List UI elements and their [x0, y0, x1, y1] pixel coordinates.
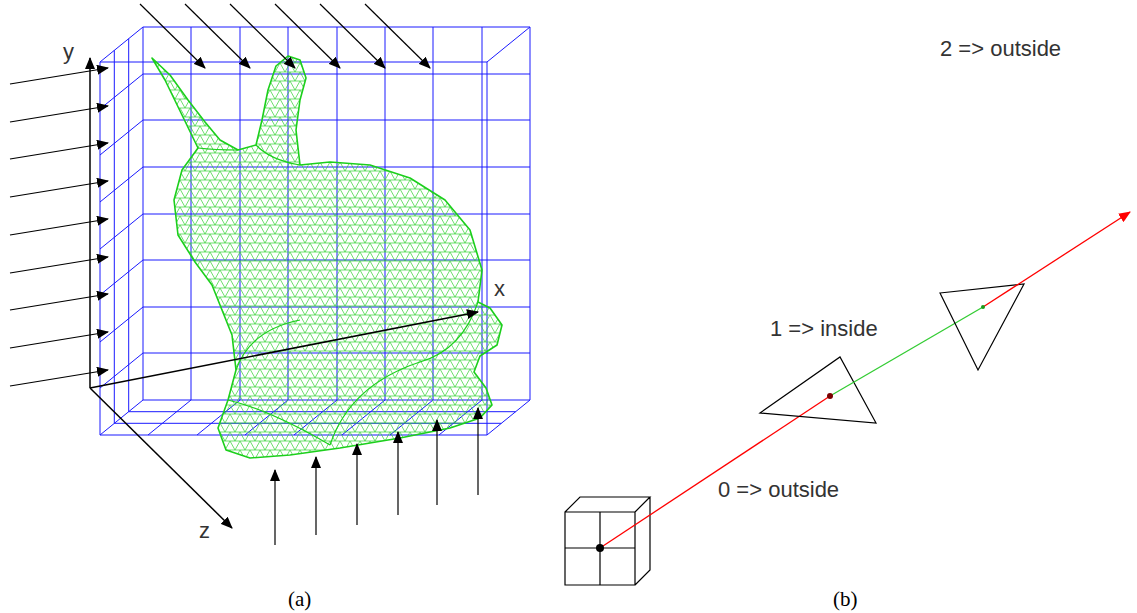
triangle	[760, 357, 876, 423]
subfigure-caption: (a)	[288, 587, 311, 611]
ray-arrow	[10, 332, 108, 348]
ray-arrow	[10, 143, 108, 159]
parity-label: 2 => outside	[940, 36, 1061, 61]
ray-arrow	[436, 420, 437, 505]
axes	[90, 58, 478, 528]
ray-arrow	[315, 457, 316, 535]
ray-arrow	[274, 470, 275, 545]
cube-outline	[565, 497, 650, 585]
ray-arrow	[10, 219, 108, 235]
voxel-cube	[565, 497, 650, 585]
grid-left-face	[100, 27, 143, 435]
parity-label: 1 => inside	[770, 316, 878, 341]
axis-label: x	[492, 276, 507, 301]
ray-arrow	[365, 4, 430, 68]
bunny-mesh	[140, 50, 510, 470]
axis-label: z	[199, 518, 210, 543]
ray-arrow	[10, 106, 108, 122]
triangle	[940, 284, 1024, 370]
bunny-outline	[152, 56, 502, 458]
x-axis	[90, 312, 478, 388]
ray-arrow	[10, 181, 108, 197]
z-axis	[90, 388, 232, 528]
voxel-center-dot	[596, 544, 604, 552]
ray-arrow	[477, 408, 478, 495]
scan-rays	[10, 4, 478, 545]
axis-label: y	[63, 39, 74, 64]
intersection-dot	[981, 305, 985, 309]
ray-arrow	[10, 257, 108, 273]
ray-arrow	[10, 370, 108, 386]
bunny-contours	[198, 145, 478, 445]
ray-arrow	[397, 432, 398, 515]
ray-outside-segment	[600, 396, 830, 548]
ray-outside-segment	[983, 212, 1130, 307]
cube-subdivision	[565, 512, 635, 585]
ray-arrow	[10, 294, 108, 310]
ray-arrow	[356, 444, 357, 525]
intersection-dot	[827, 393, 833, 399]
ray-parity-illustration	[565, 212, 1130, 585]
bunny-triangles	[140, 50, 510, 470]
ray-arrow	[10, 68, 108, 84]
parity-label: 0 => outside	[718, 477, 839, 502]
subfigure-caption: (b)	[833, 587, 858, 611]
y-axis	[89, 58, 91, 388]
